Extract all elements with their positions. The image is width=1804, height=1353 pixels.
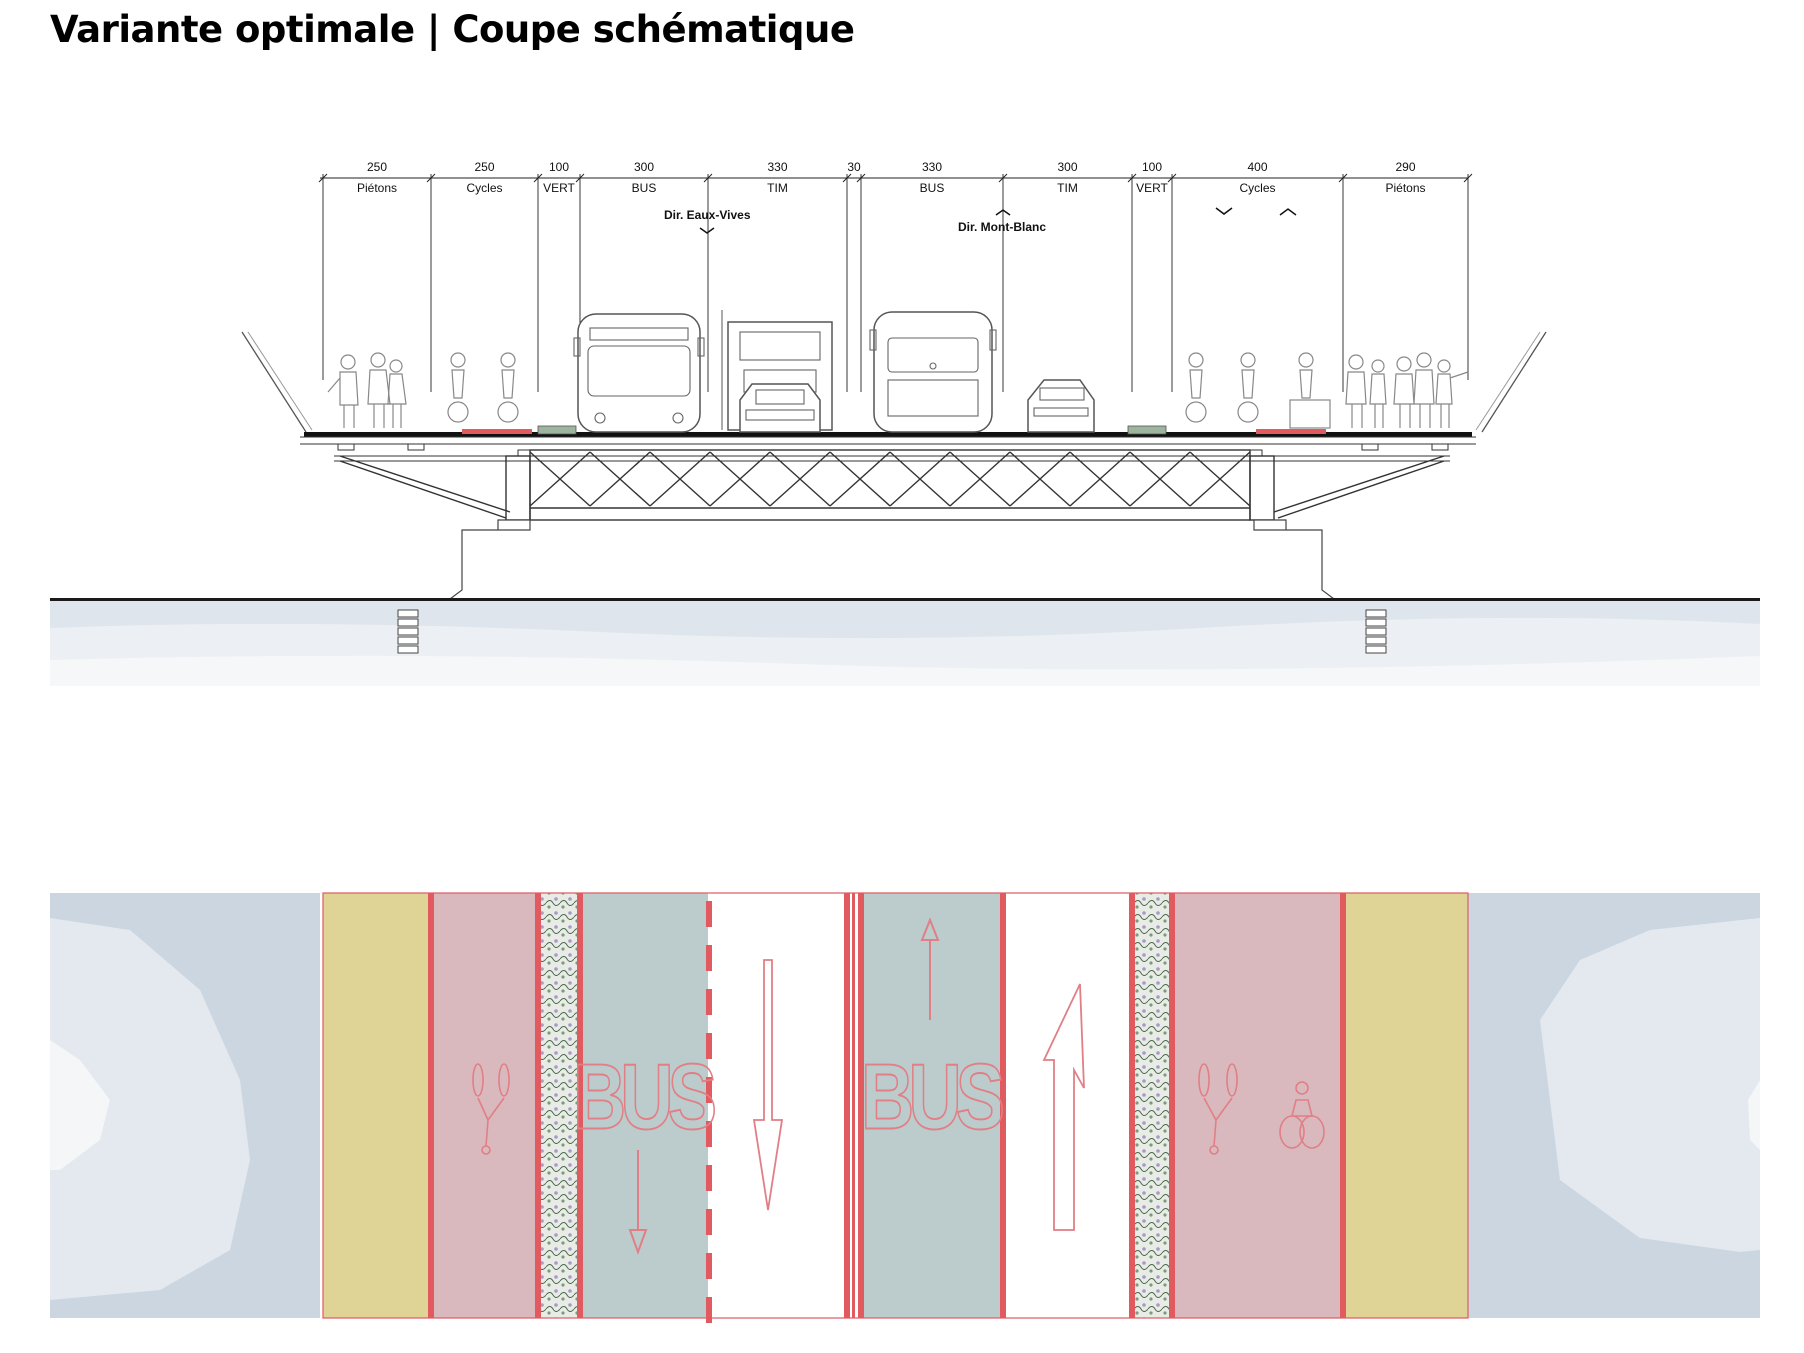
plan-lane (1172, 893, 1343, 1318)
lane-width-label: 250 (474, 160, 494, 174)
lane-name-label: TIM (1057, 181, 1078, 195)
lane-width-label: 330 (767, 160, 787, 174)
direction-right-label: Dir. Mont-Blanc (958, 220, 1046, 234)
dashed-marking (706, 1165, 712, 1191)
lane-width-label: 290 (1395, 160, 1415, 174)
dimension-ticks (318, 173, 1473, 392)
truss-brace (529, 451, 591, 507)
plan-outline (322, 892, 1469, 1319)
dashed-marking (706, 989, 712, 1015)
bus-right-vehicle (869, 311, 997, 433)
lane-name-label: Piétons (1385, 181, 1425, 195)
plan-lane (1343, 893, 1468, 1318)
lane-name-label: Piétons (357, 181, 397, 195)
dashed-marking (706, 1209, 712, 1235)
dashed-marking (706, 901, 712, 927)
lane-separator (1340, 893, 1346, 1318)
lane-separator (428, 893, 434, 1318)
truss-brace (949, 451, 1011, 507)
chevron-up-icon (1279, 208, 1297, 216)
lane-name-label: TIM (767, 181, 788, 195)
truss-brace (769, 451, 831, 507)
chevron-up-icon (995, 209, 1011, 216)
plan-lane (431, 893, 538, 1318)
arrow-up-right-icon (1042, 983, 1085, 1231)
cyclist-figures-left (447, 352, 519, 423)
plan-lane (323, 893, 431, 1318)
bus-right-marking: BUS (861, 1045, 1003, 1149)
lane-separator (858, 893, 864, 1318)
bicycle-icon (1198, 1063, 1238, 1155)
lane-name-label: Cycles (1239, 181, 1275, 195)
dashed-marking (706, 1121, 712, 1147)
pedestrian-figures-left (327, 352, 407, 428)
arrow-up-icon (920, 917, 940, 1020)
lane-separator (1169, 893, 1175, 1318)
plan-lane (1003, 893, 1132, 1318)
plan-lane (538, 893, 580, 1318)
plan-lane (1132, 893, 1172, 1318)
truss-brace (589, 451, 651, 507)
lane-separator (1129, 893, 1135, 1318)
bicycle-icon (1279, 1081, 1325, 1149)
cyclist-figures-right (1185, 352, 1331, 429)
truss-brace (1189, 451, 1251, 507)
lane-name-label: BUS (920, 181, 945, 195)
plan-view: BUS BUS (50, 892, 1760, 1323)
bus-left-vehicle (573, 313, 705, 433)
arrow-down-icon (628, 1150, 648, 1255)
chevron-down-icon (699, 227, 715, 234)
lane-width-label: 400 (1247, 160, 1267, 174)
truss-brace (889, 451, 951, 507)
bicycle-icon (472, 1063, 510, 1155)
truss-cross-bracing (529, 451, 1251, 507)
lane-name-label: Cycles (466, 181, 502, 195)
chevron-down-icon (1215, 207, 1233, 215)
direction-left-label: Dir. Eaux-Vives (664, 208, 751, 222)
lane-width-label: 300 (634, 160, 654, 174)
lane-width-label: 250 (367, 160, 387, 174)
lane-width-label: 100 (1142, 160, 1162, 174)
plan-lane (861, 893, 1003, 1318)
truss-brace (1069, 451, 1131, 507)
truss-brace (709, 451, 771, 507)
dashed-marking (706, 945, 712, 971)
dashed-marking (706, 1033, 712, 1059)
lane-separator (577, 893, 583, 1318)
lane-width-label: 330 (922, 160, 942, 174)
lane-width-label: 100 (549, 160, 569, 174)
page-title: Variante optimale | Coupe schématique (50, 8, 855, 51)
car-vehicle (739, 383, 821, 433)
lane-name-label: BUS (632, 181, 657, 195)
dashed-marking (706, 1077, 712, 1103)
pedestrian-figures-right (1345, 352, 1469, 428)
dashed-marking (706, 1297, 712, 1323)
car-right-vehicle (1027, 379, 1095, 433)
lane-width-label: 300 (1057, 160, 1077, 174)
plan-lane (580, 893, 708, 1318)
lane-separator (852, 893, 855, 1318)
dashed-marking (706, 1253, 712, 1279)
lane-width-label: 30 (847, 160, 861, 174)
plan-lane (708, 893, 847, 1318)
lane-separator (844, 893, 850, 1318)
arrow-down-icon (752, 959, 784, 1211)
truss-brace (829, 451, 891, 507)
lane-name-label: VERT (1136, 181, 1168, 195)
bus-left-marking: BUS (573, 1045, 715, 1149)
lane-separator (1000, 893, 1006, 1318)
truss-brace (1129, 451, 1191, 507)
plan-lanes (322, 892, 1469, 1323)
truss-brace (649, 451, 711, 507)
lane-separator (535, 893, 541, 1318)
truss-brace (1009, 451, 1071, 507)
lane-name-label: VERT (543, 181, 575, 195)
